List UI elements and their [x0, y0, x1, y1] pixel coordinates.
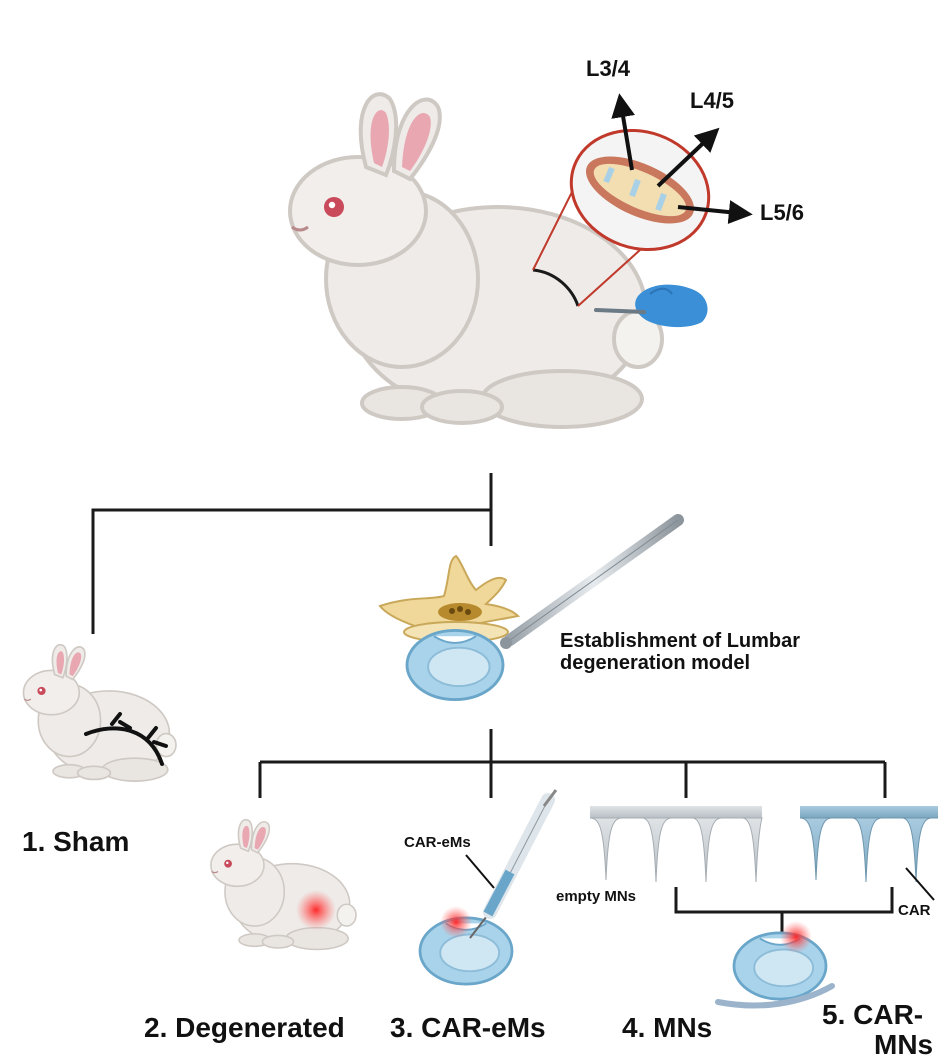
label-l56: L5/6: [760, 200, 805, 225]
incision-line: [532, 268, 580, 307]
vertebra-illustration: [378, 554, 521, 643]
group-label-car-mns: 5. CAR- MNs: [822, 1000, 933, 1060]
group-label-car-mns-line-2: MNs: [874, 1029, 934, 1060]
degeneration-glow: [296, 890, 336, 930]
model-caption-line-1: Establishment of Lumbar: [560, 630, 801, 652]
sham-rabbit-illustration: [22, 643, 177, 782]
label-l34: L3/4: [586, 56, 631, 81]
empty-microneedle-patch: [589, 806, 763, 883]
zoom-line-bottom: [577, 249, 641, 307]
syringe-label: CAR-eMs: [404, 834, 471, 851]
mn-patch-wrap: [715, 983, 835, 1009]
mn-injection-glow: [780, 921, 812, 953]
group-label-mns: 4. MNs: [622, 1012, 713, 1043]
car-ems-injection-glow: [440, 906, 472, 938]
sham-incision-mark: [84, 712, 168, 766]
intervertebral-disc: [405, 629, 505, 701]
degenerated-rabbit-illustration: [210, 818, 357, 951]
arrow-l34: [611, 93, 635, 171]
model-caption: Establishment of Lumbar degeneration mod…: [560, 630, 800, 674]
arrow-l45: [656, 127, 720, 188]
syringe-label-pointer: [465, 854, 495, 889]
group-label-sham: 1. Sham: [22, 826, 130, 857]
group-label-car-mns-line-1: 5. CAR-: [822, 999, 924, 1030]
model-caption-line-2: degeneration model: [560, 652, 751, 674]
surgeon-hand-icon: [594, 284, 708, 328]
label-l45: L4/5: [690, 88, 735, 113]
group-label-degenerated: 2. Degenerated: [144, 1012, 345, 1043]
car-mns-label-pointer: [905, 867, 935, 901]
needle-instrument-icon: [500, 514, 684, 649]
empty-mns-label: empty MNs: [556, 888, 637, 905]
arrow-l56: [677, 200, 753, 225]
group-label-car-ems: 3. CAR-eMs: [390, 1012, 546, 1043]
syringe-icon: [469, 789, 558, 939]
car-mns-annotation: CAR: [898, 902, 931, 919]
zoomed-spine-view: [569, 128, 711, 252]
tree-connectors: [91, 473, 894, 936]
car-microneedle-patch: [799, 806, 938, 883]
microneedle-treated-disc: [732, 931, 828, 1001]
